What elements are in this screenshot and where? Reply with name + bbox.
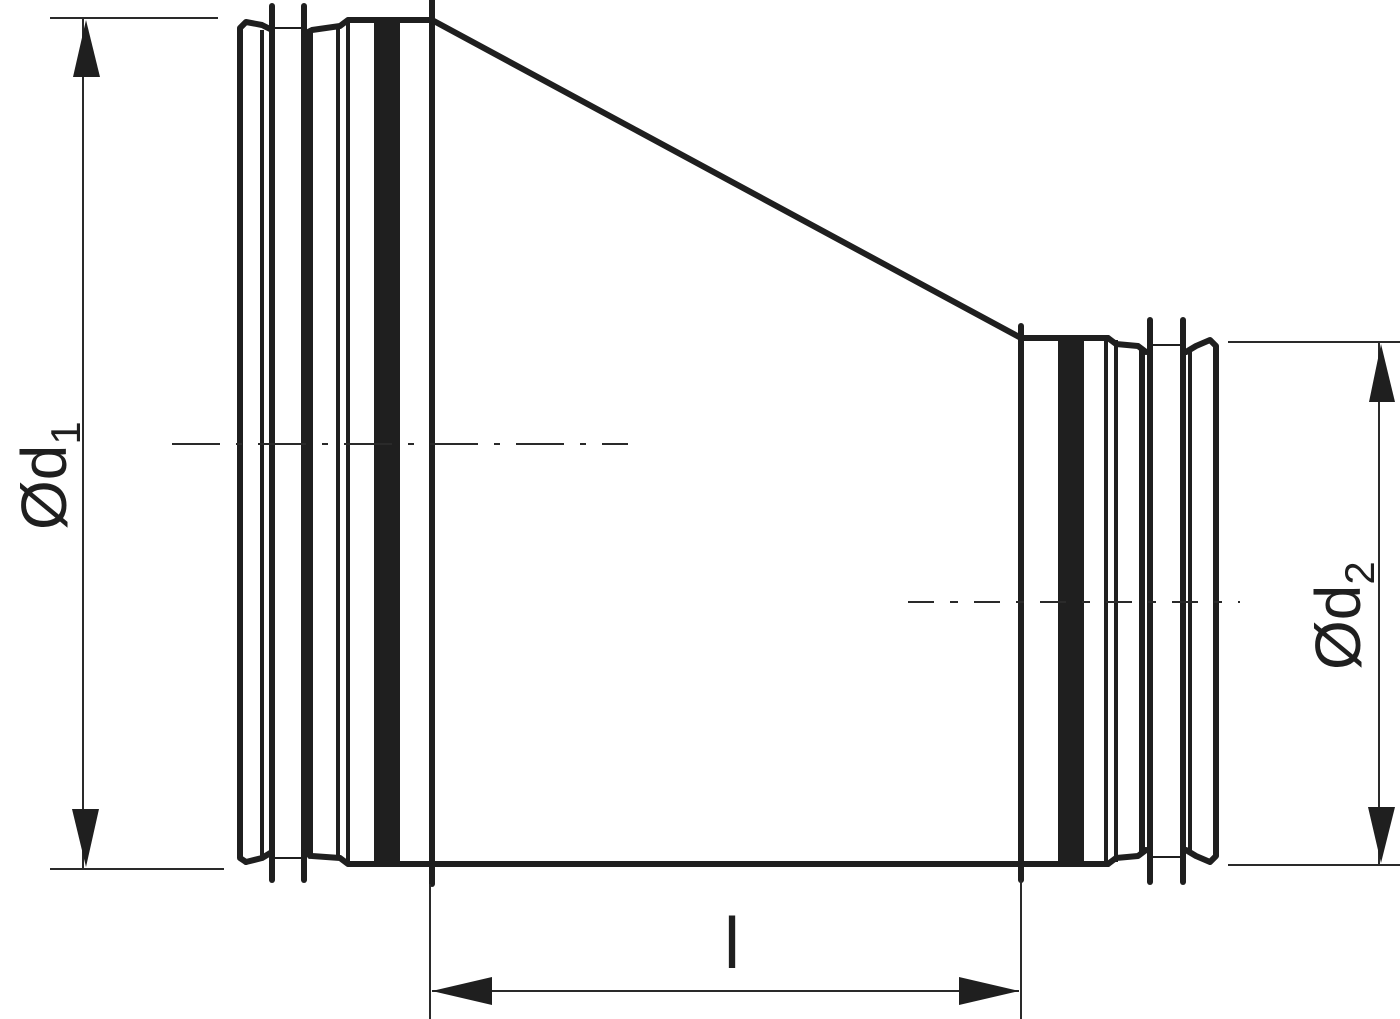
label-d2: Ød2 [1302,561,1383,670]
arrow-up-icon [73,20,100,77]
arrow-right-icon [959,977,1019,1005]
svg-text:Ød2: Ød2 [1302,561,1383,670]
reducer-cone [429,17,1024,867]
svg-text:l: l [724,904,740,984]
arrow-left-icon [432,977,492,1005]
large-end-connector [237,0,435,887]
arrow-down-icon [72,809,99,867]
arrow-up-icon [1369,344,1395,402]
label-d1: Ød1 [8,421,89,530]
svg-text:Ød1: Ød1 [8,421,89,530]
arrow-down-icon [1368,807,1395,863]
dimension-length [429,880,1022,1019]
dimension-d1 [50,17,224,870]
label-length: l [724,904,740,984]
dimension-d2 [1228,341,1400,866]
